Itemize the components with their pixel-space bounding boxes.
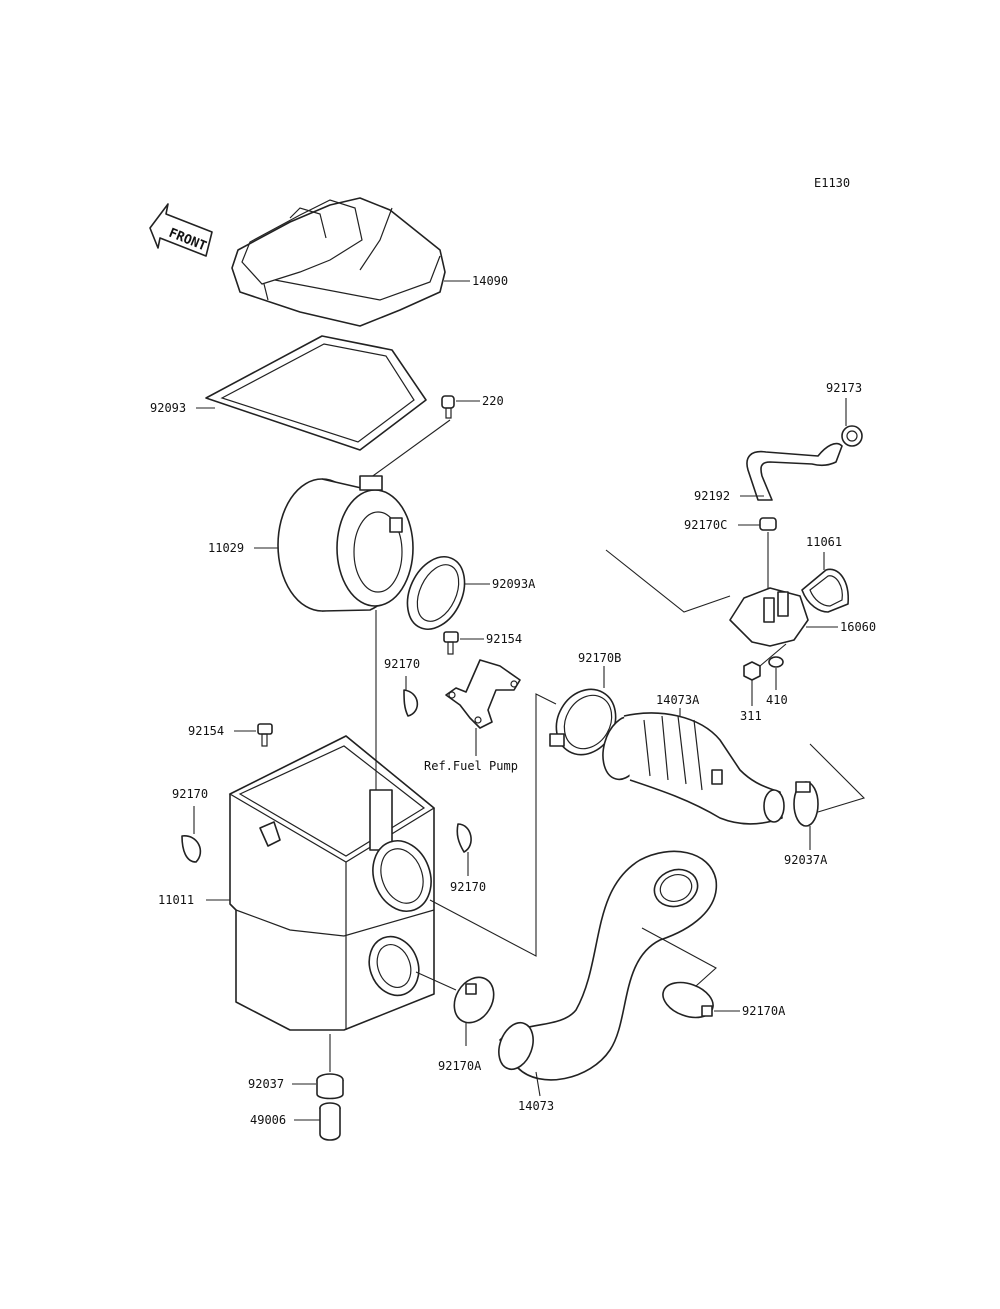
ref-fuel-pump-note: Ref.Fuel Pump (424, 759, 518, 773)
part-92170A-clamp-lower (453, 976, 495, 1024)
part-49006-drain-tube (319, 1102, 341, 1141)
callout-92093A: 92093A (492, 577, 536, 591)
callout-11061: 11061 (806, 535, 842, 549)
part-92170-clip-a (403, 689, 419, 717)
part-11029-filter (277, 475, 414, 612)
part-92037A-clamp (793, 781, 819, 827)
callout-92170-b: 92170 (172, 787, 208, 801)
callout-16060: 16060 (840, 620, 876, 634)
part-92093-gasket (205, 335, 427, 451)
callout-92154-lower: 92154 (188, 724, 224, 738)
diagram-code: E1130 (814, 176, 850, 190)
part-14073-duct (498, 850, 718, 1081)
callout-92170A-lower: 92170A (438, 1059, 482, 1073)
part-92192-hose (746, 442, 843, 501)
callout-92170-c: 92170 (450, 880, 486, 894)
callout-92170A-right: 92170A (742, 1004, 786, 1018)
part-410-washer (768, 656, 784, 668)
callout-311: 311 (740, 709, 762, 723)
fuel-pump-bracket (445, 659, 521, 729)
part-311-nut (743, 661, 761, 681)
part-92170A-clamp-right (662, 981, 714, 1019)
callout-14090: 14090 (472, 274, 508, 288)
part-92173-clip (841, 425, 863, 447)
callout-92192: 92192 (694, 489, 730, 503)
part-92037-clamp (316, 1073, 344, 1100)
callout-49006: 49006 (250, 1113, 286, 1127)
callout-14073: 14073 (518, 1099, 554, 1113)
callout-11011: 11011 (158, 893, 194, 907)
part-14090-cover (231, 197, 446, 327)
part-11011-case (228, 735, 436, 1031)
callout-92093: 92093 (150, 401, 186, 415)
callout-92037A: 92037A (784, 853, 828, 867)
front-arrow-icon: FRONT (149, 203, 213, 257)
part-92170C-clip (759, 517, 777, 531)
callout-14073A: 14073A (656, 693, 700, 707)
part-220-screw (441, 395, 455, 419)
callout-92037: 92037 (248, 1077, 284, 1091)
callout-220: 220 (482, 394, 504, 408)
part-11061-gasket (801, 568, 849, 613)
callout-11029: 11029 (208, 541, 244, 555)
part-14073A-boot (602, 712, 785, 825)
part-92093A-seal (406, 556, 466, 630)
part-92154-bolt-lower (257, 723, 273, 747)
callout-92173: 92173 (826, 381, 862, 395)
callout-92154-upper: 92154 (486, 632, 522, 646)
callout-410: 410 (766, 693, 788, 707)
part-92170-clip-c (456, 823, 472, 853)
callout-92170C: 92170C (684, 518, 727, 532)
part-92170-clip-b (181, 835, 202, 863)
callout-92170-a: 92170 (384, 657, 420, 671)
part-92154-bolt (443, 631, 459, 655)
part-16060-fitting (729, 587, 809, 647)
callout-92170B: 92170B (578, 651, 621, 665)
